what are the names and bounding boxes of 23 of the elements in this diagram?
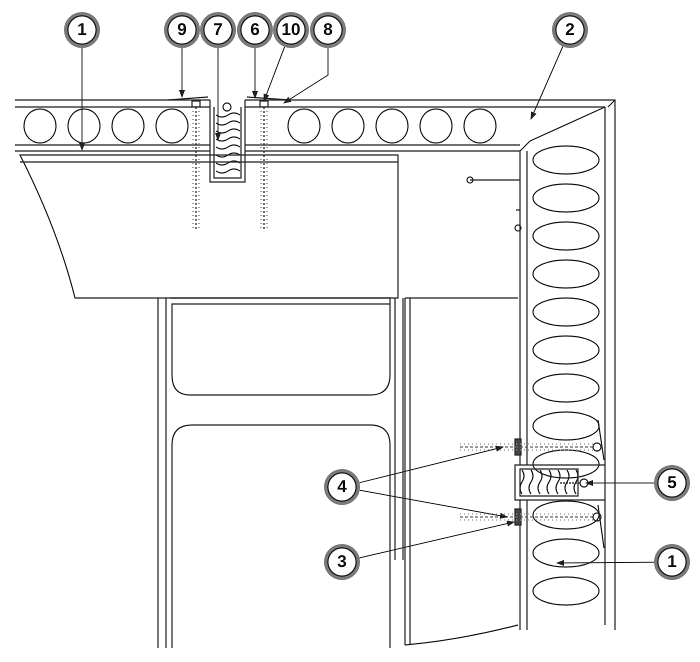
leader-line [252, 48, 258, 99]
callout-number: 7 [200, 12, 236, 48]
leader-line [179, 48, 185, 98]
callout-number: 3 [324, 544, 360, 580]
callout-number: 1 [654, 544, 690, 580]
leader-line [283, 48, 328, 104]
callout-number: 8 [310, 12, 346, 48]
leader-line [359, 446, 504, 484]
callout-number: 1 [64, 12, 100, 48]
leader-line [359, 520, 515, 558]
leader-line [530, 46, 564, 120]
leader-line [556, 560, 654, 566]
callout-number: 5 [654, 465, 690, 501]
callout-number: 6 [237, 12, 273, 48]
callout-number: 9 [164, 12, 200, 48]
callout-number: 2 [552, 12, 588, 48]
leader-line [79, 48, 85, 151]
leader-line [585, 480, 654, 486]
callout-number: 10 [273, 12, 309, 48]
leader-line [264, 46, 286, 102]
leader-line [215, 48, 221, 141]
leader-line [359, 490, 508, 519]
callout-number: 4 [324, 469, 360, 505]
